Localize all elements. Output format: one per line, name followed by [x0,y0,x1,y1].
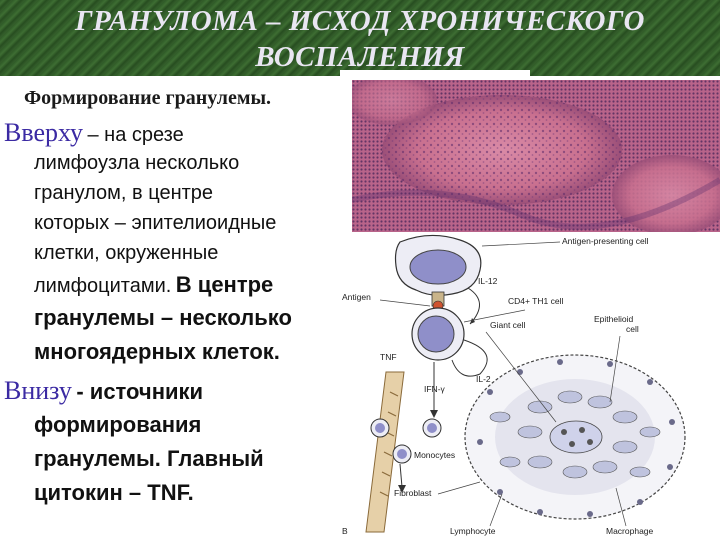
label-il12: IL-12 [478,276,498,286]
label-antigen: Antigen [342,292,371,302]
slide-title-line-1: ГРАНУЛОМА – ИСХОД ХРОНИЧЕСКОГО [75,5,645,37]
slide-subtitle: Формирование гранулемы. [24,87,272,109]
slide-title-line-2: ВОСПАЛЕНИЯ [255,41,465,73]
top-line-8: многоядерных клеток. [34,339,280,364]
top-line-5: лимфоцитами. [34,275,172,297]
top-keyword: Вверху [4,118,84,147]
bottom-line-3: цитокин – TNF. [34,480,194,505]
top-first-line: Вверху – на срезе [4,118,184,148]
bottom-line-2: гранулемы. Главный [34,446,264,471]
top-line-7: гранулемы – несколько [34,305,292,330]
granuloma-diagram: Antigen-presenting cell Antigen IL-12 CD… [340,232,720,540]
cd4-th1-cell [411,307,465,361]
bottom-first-line: Внизу - источники [4,376,203,406]
label-monocytes: Monocytes [414,450,455,460]
label-epithelioid-1: Epithelioid [594,314,633,324]
bottom-line-1: формирования [34,412,202,437]
title-banner-edge [340,70,530,78]
top-line-5-row: лимфоцитами. В центре [34,272,273,298]
top-line-2: гранулом, в центре [34,182,214,204]
histology-photo-image [352,80,720,232]
label-epithelioid-2: cell [626,324,639,334]
label-panel: B [342,526,348,536]
label-fibroblast: Fibroblast [394,488,432,498]
bottom-keyword: Внизу [4,376,72,405]
histology-photo [352,80,720,232]
monocytes [370,418,442,464]
label-macrophage: Macrophage [606,526,654,536]
label-apc: Antigen-presenting cell [562,236,649,246]
granuloma [464,354,686,520]
top-line-4: клетки, окруженные [34,242,219,264]
label-giant: Giant cell [490,320,526,330]
top-line-0: – на срезе [87,124,184,146]
top-line-1: лимфоузла несколько [34,152,240,174]
bottom-line-0: - источники [76,379,204,404]
antigen-presenting-cell [394,234,482,296]
label-ifn: IFN-γ [424,384,446,394]
giant-cell [549,420,603,454]
top-line-3: которых – эпителиоидные [34,212,277,234]
granuloma-diagram-image: Antigen-presenting cell Antigen IL-12 CD… [342,234,686,536]
title-banner: ГРАНУЛОМА – ИСХОД ХРОНИЧЕСКОГО ВОСПАЛЕНИ… [0,0,720,76]
blood-vessel [365,371,405,533]
label-il2: IL-2 [476,374,491,384]
label-cd4: CD4+ TH1 cell [508,296,563,306]
top-line-6: В центре [175,272,274,297]
label-lymphocyte: Lymphocyte [450,526,496,536]
label-tnf: TNF [380,352,397,362]
